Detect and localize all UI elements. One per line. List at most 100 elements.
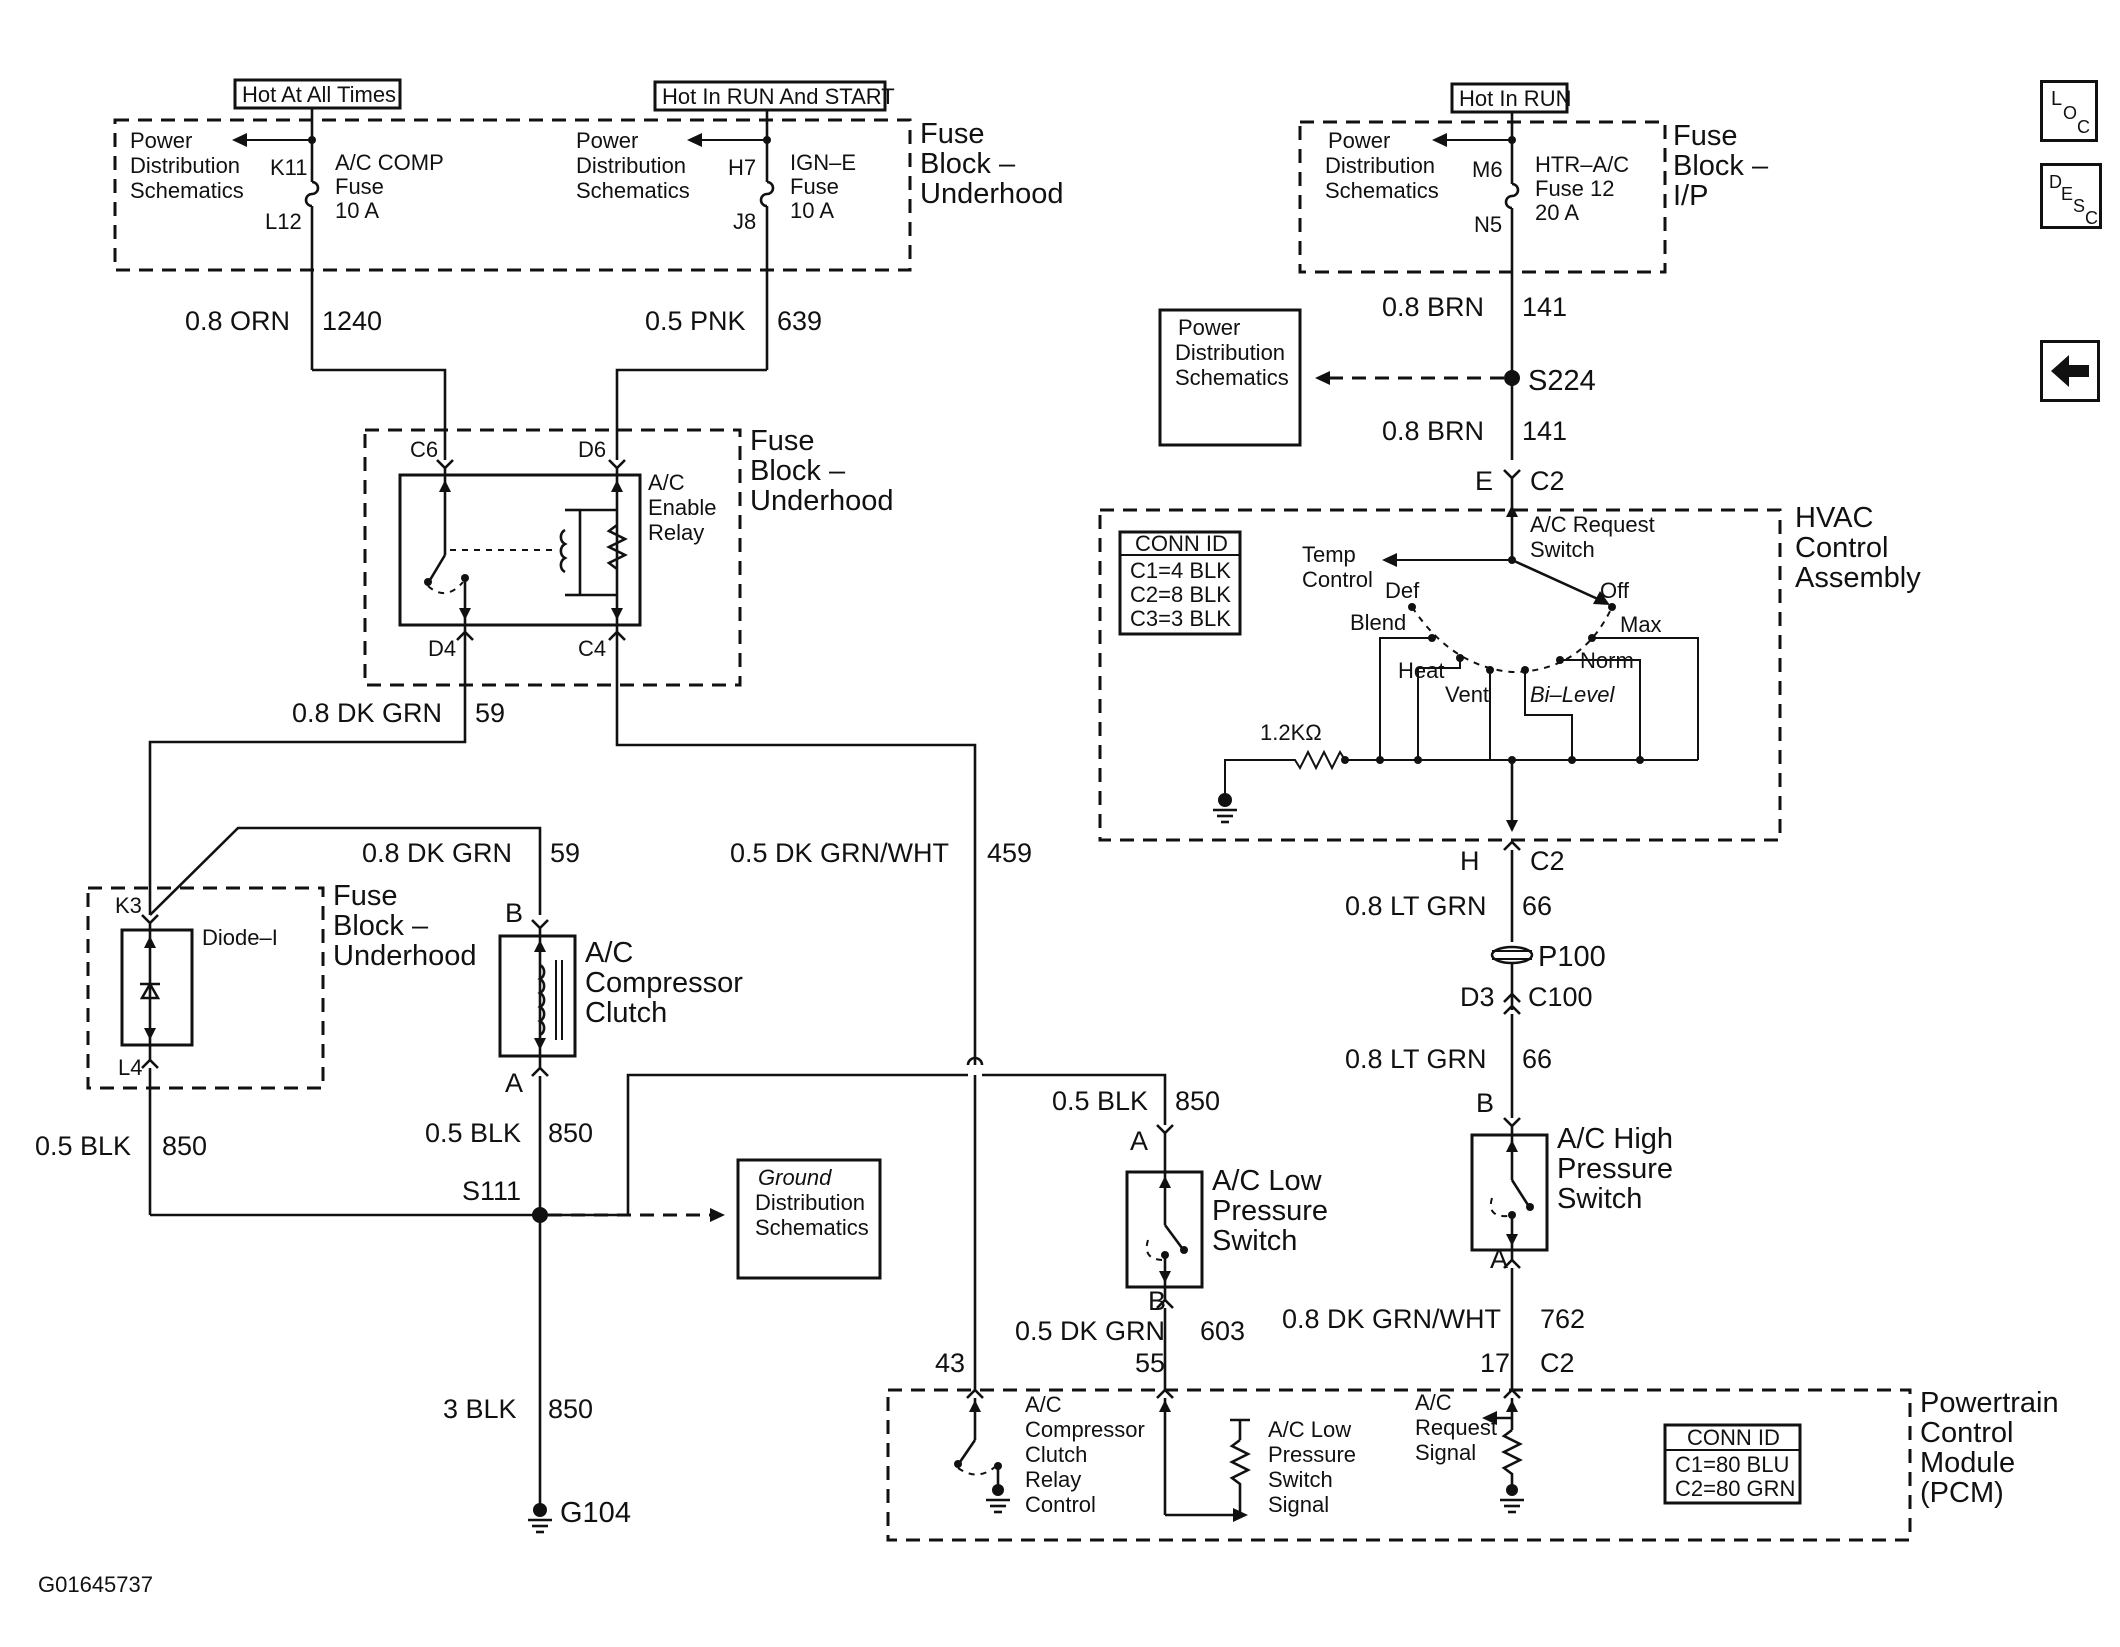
hot-label-always: Hot At All Times xyxy=(233,78,402,110)
wire-circuit-66a: 66 xyxy=(1522,891,1552,921)
wire-circuit-59b: 59 xyxy=(550,838,580,868)
svg-text:IGN–E: IGN–E xyxy=(790,150,856,175)
svg-text:C2: C2 xyxy=(1530,466,1565,496)
svg-text:E: E xyxy=(1475,466,1493,496)
svg-text:C6: C6 xyxy=(410,437,438,462)
svg-text:B: B xyxy=(1148,1286,1166,1316)
svg-text:P100: P100 xyxy=(1538,941,1606,973)
powertrain-control-module: Powertrain Control Module (PCM) 43 55 17… xyxy=(886,1348,2059,1542)
svg-text:Module: Module xyxy=(1920,1447,2015,1479)
svg-text:Distribution: Distribution xyxy=(130,153,240,178)
svg-text:Compressor: Compressor xyxy=(585,967,743,999)
svg-text:Fuse: Fuse xyxy=(790,174,839,199)
wire-gauge-59b: 0.8 DK GRN xyxy=(362,838,512,868)
svg-text:Switch: Switch xyxy=(1557,1183,1642,1215)
svg-text:A/C High: A/C High xyxy=(1557,1123,1673,1155)
wire-gauge-850d: 3 BLK xyxy=(443,1394,517,1424)
wire-circuit-1240: 1240 xyxy=(322,306,382,336)
svg-text:G104: G104 xyxy=(560,1497,631,1529)
hvac-conn-h: H xyxy=(1460,846,1480,876)
power-distribution-ref-3: Power Distribution Schematics xyxy=(1158,308,1302,447)
ign-e-fuse: H7 J8 IGN–E Fuse 10 A xyxy=(728,110,856,370)
description-button[interactable]: D E S C xyxy=(2040,163,2102,229)
svg-text:A/C COMP: A/C COMP xyxy=(335,150,444,175)
svg-text:A: A xyxy=(1130,1126,1148,1156)
svg-text:1.2KΩ: 1.2KΩ xyxy=(1260,720,1322,745)
svg-text:A/C Low: A/C Low xyxy=(1268,1417,1351,1442)
svg-text:Compressor: Compressor xyxy=(1025,1417,1145,1442)
wire-gauge-639: 0.5 PNK xyxy=(645,306,746,336)
svg-text:Relay: Relay xyxy=(1025,1467,1081,1492)
svg-text:CONN ID: CONN ID xyxy=(1687,1425,1780,1450)
svg-text:55: 55 xyxy=(1135,1348,1165,1378)
back-button[interactable] xyxy=(2040,340,2100,402)
svg-text:A: A xyxy=(1490,1244,1508,1274)
hvac-control-assembly: E C2 HVAC Control Assembly A/C Request S… xyxy=(1098,466,1921,842)
svg-text:Switch: Switch xyxy=(1268,1467,1333,1492)
svg-text:N5: N5 xyxy=(1474,212,1502,237)
wire-gauge-66b: 0.8 LT GRN xyxy=(1345,1044,1487,1074)
svg-text:Power: Power xyxy=(1328,128,1390,153)
power-distribution-ref-1: Power Distribution Schematics xyxy=(130,128,310,203)
svg-text:10 A: 10 A xyxy=(335,198,379,223)
svg-text:Def: Def xyxy=(1385,578,1420,603)
svg-text:Fuse: Fuse xyxy=(750,425,814,457)
svg-text:C2=80 GRN: C2=80 GRN xyxy=(1675,1476,1795,1501)
svg-text:Control: Control xyxy=(1795,532,1889,564)
svg-text:Fuse: Fuse xyxy=(335,174,384,199)
hot-label-run: Hot In RUN xyxy=(1450,82,1571,114)
svg-text:Clutch: Clutch xyxy=(585,997,667,1029)
svg-text:Assembly: Assembly xyxy=(1795,562,1921,594)
location-button[interactable]: L O C xyxy=(2040,80,2098,142)
wire-circuit-850a: 850 xyxy=(162,1131,207,1161)
svg-text:Block –: Block – xyxy=(750,455,846,487)
svg-text:Underhood: Underhood xyxy=(920,178,1064,210)
svg-text:Max: Max xyxy=(1620,612,1662,637)
svg-text:C3=3 BLK: C3=3 BLK xyxy=(1130,606,1231,631)
svg-text:Powertrain: Powertrain xyxy=(1920,1387,2059,1419)
hot-label-run-start: Hot In RUN And START xyxy=(653,80,895,112)
power-distribution-ref-2: Power Distribution Schematics xyxy=(576,128,765,203)
svg-text:A/C: A/C xyxy=(1025,1392,1062,1417)
connector-c100: D3 C100 xyxy=(1460,982,1593,1015)
svg-text:C2: C2 xyxy=(1540,1348,1575,1378)
splice-s224-dot xyxy=(1504,370,1520,386)
wire-gauge-66a: 0.8 LT GRN xyxy=(1345,891,1487,921)
wire-gauge-762: 0.8 DK GRN/WHT xyxy=(1282,1304,1501,1334)
wire-circuit-141b: 141 xyxy=(1522,416,1567,446)
svg-text:J8: J8 xyxy=(733,209,756,234)
svg-text:Distribution: Distribution xyxy=(1175,340,1285,365)
htr-ac-fuse: M6 N5 HTR–A/C Fuse 12 20 A xyxy=(1472,112,1629,460)
svg-text:Schematics: Schematics xyxy=(1325,178,1439,203)
svg-text:K11: K11 xyxy=(270,155,308,180)
svg-text:Control: Control xyxy=(1025,1492,1096,1517)
svg-text:CONN ID: CONN ID xyxy=(1135,531,1228,556)
svg-text:C1=80 BLU: C1=80 BLU xyxy=(1675,1452,1789,1477)
ground-distribution-ref: Ground Distribution Schematics xyxy=(736,1158,882,1280)
wire-circuit-603: 603 xyxy=(1200,1316,1245,1346)
svg-text:C2=8 BLK: C2=8 BLK xyxy=(1130,582,1231,607)
wire-gauge-603: 0.5 DK GRN xyxy=(1015,1316,1165,1346)
wire-circuit-459: 459 xyxy=(987,838,1032,868)
splice-s224-label: S224 xyxy=(1528,365,1596,397)
fuse-block-underhood-top: Fuse Block – Underhood xyxy=(113,118,1064,272)
svg-text:Power: Power xyxy=(130,128,192,153)
wire-circuit-850d: 850 xyxy=(548,1394,593,1424)
svg-text:L12: L12 xyxy=(265,209,302,234)
svg-text:Request: Request xyxy=(1415,1415,1497,1440)
svg-text:10 A: 10 A xyxy=(790,198,834,223)
svg-text:Switch: Switch xyxy=(1530,537,1595,562)
svg-text:M6: M6 xyxy=(1472,157,1503,182)
svg-text:Schematics: Schematics xyxy=(755,1215,869,1240)
svg-text:Hot In RUN: Hot In RUN xyxy=(1459,86,1571,111)
wire-gauge-59a: 0.8 DK GRN xyxy=(292,698,442,728)
wire-gauge-1240: 0.8 ORN xyxy=(185,306,290,336)
svg-text:D4: D4 xyxy=(428,636,456,661)
wire-gauge-850c: 0.5 BLK xyxy=(1052,1086,1148,1116)
wire-gauge-850a: 0.5 BLK xyxy=(35,1131,131,1161)
loc-c: C xyxy=(2077,117,2090,137)
svg-text:C4: C4 xyxy=(578,636,606,661)
svg-text:Fuse: Fuse xyxy=(333,880,397,912)
wire-circuit-850c: 850 xyxy=(1175,1086,1220,1116)
